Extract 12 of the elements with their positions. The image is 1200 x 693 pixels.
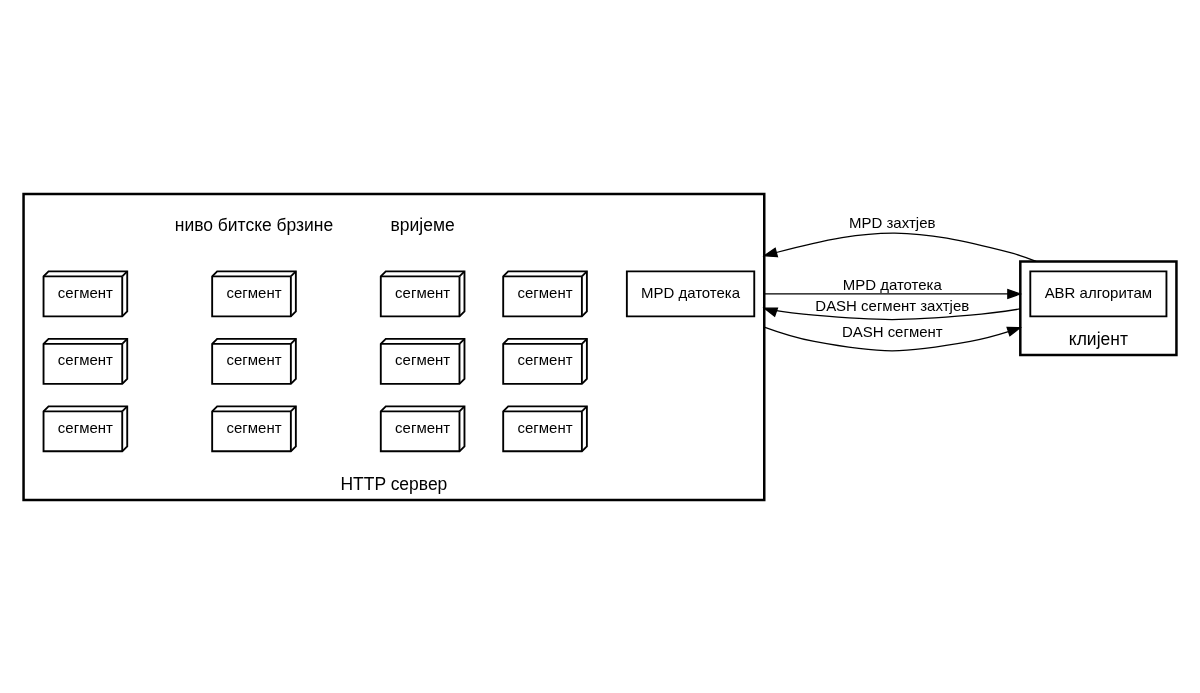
node-box: MPD датотека (625, 270, 756, 317)
arrow (762, 306, 1021, 320)
label: ниво битске брзине (174, 214, 334, 235)
arrow (763, 288, 1023, 299)
edge-label: MPD захтјев (849, 213, 936, 231)
arrow (762, 231, 1037, 262)
edge-label: DASH сегмент (841, 322, 943, 340)
arrow (763, 325, 1023, 351)
node-box: ABR алгоритам (1029, 270, 1168, 317)
edge-label: DASH сегмент захтјев (815, 296, 970, 314)
edge-label: MPD датотека (842, 275, 942, 293)
label: вријеме (390, 214, 455, 235)
